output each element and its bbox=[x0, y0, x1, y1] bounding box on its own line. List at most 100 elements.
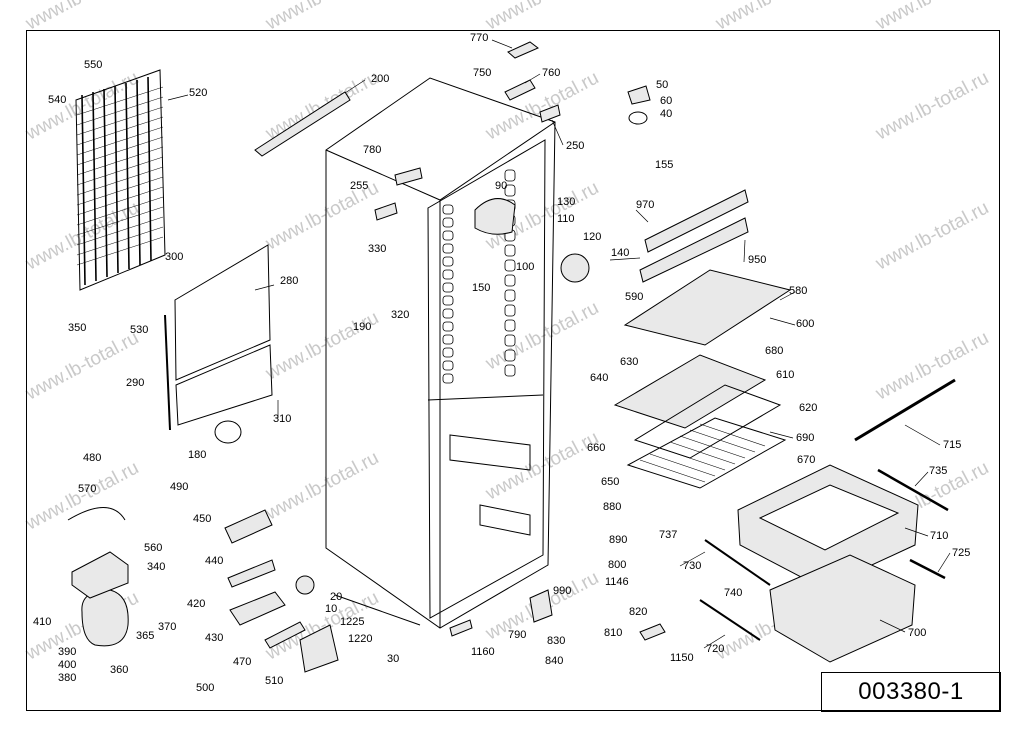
cabinet-drawer-guide-lower bbox=[479, 504, 531, 536]
part-label-950: 950 bbox=[748, 254, 766, 266]
part-label-420: 420 bbox=[187, 598, 205, 610]
condenser-wire bbox=[76, 226, 164, 256]
part-label-730: 730 bbox=[683, 560, 701, 572]
wire-shelf-bar bbox=[659, 447, 726, 471]
part-label-580: 580 bbox=[789, 285, 807, 297]
part-label-500: 500 bbox=[196, 682, 214, 694]
part-label-480: 480 bbox=[83, 452, 101, 464]
wire-harness bbox=[67, 507, 126, 521]
part-label-880: 880 bbox=[603, 501, 621, 513]
part-label-590: 590 bbox=[625, 291, 643, 303]
shelf-support-right bbox=[504, 274, 516, 287]
condenser-wire bbox=[76, 116, 164, 146]
leader-line bbox=[879, 619, 906, 633]
part-label-1146: 1146 bbox=[605, 576, 629, 588]
leader-line bbox=[167, 94, 189, 101]
part-label-570: 570 bbox=[78, 483, 96, 495]
rail-725 bbox=[909, 558, 946, 580]
shelf-support-right bbox=[504, 364, 516, 377]
part-1160 bbox=[449, 619, 473, 637]
shelf-support-left bbox=[442, 308, 454, 319]
condenser-wire bbox=[76, 136, 164, 166]
drawing-frame bbox=[26, 30, 1000, 711]
part-label-840: 840 bbox=[545, 655, 563, 667]
condenser-wire bbox=[76, 126, 164, 156]
rail-735 bbox=[877, 468, 949, 512]
cabinet-opening bbox=[427, 139, 546, 619]
part-label-540: 540 bbox=[48, 94, 66, 106]
wire-shelf-bar bbox=[669, 441, 736, 465]
wire-shelf-660 bbox=[626, 417, 787, 489]
wire-shelf-bar bbox=[649, 453, 716, 477]
condenser-wire bbox=[76, 196, 164, 226]
part-label-360: 360 bbox=[110, 664, 128, 676]
fan-cover bbox=[474, 198, 516, 235]
shelf-support-right bbox=[504, 184, 516, 197]
condenser-wire bbox=[76, 186, 164, 216]
part-label-740: 740 bbox=[724, 587, 742, 599]
part-label-610: 610 bbox=[776, 369, 794, 381]
shelf-support-right bbox=[504, 169, 516, 182]
rear-panel-upper bbox=[174, 244, 271, 381]
part-label-770: 770 bbox=[470, 32, 488, 44]
part-label-100: 100 bbox=[516, 261, 534, 273]
part-label-890: 890 bbox=[609, 534, 627, 546]
part-label-1150: 1150 bbox=[670, 652, 694, 664]
shelf-support-left bbox=[442, 360, 454, 371]
part-label-440: 440 bbox=[205, 555, 223, 567]
leader-line bbox=[904, 424, 941, 446]
shelf-support-right bbox=[504, 259, 516, 272]
cabinet-drawer-guide-upper bbox=[449, 434, 531, 471]
part-label-410: 410 bbox=[33, 616, 51, 628]
condenser-wire bbox=[76, 96, 164, 126]
part-label-390: 390 bbox=[58, 646, 76, 658]
shelf-rail-970 bbox=[644, 189, 749, 253]
condenser-tube bbox=[92, 91, 97, 282]
leader-line bbox=[937, 552, 951, 573]
part-label-735: 735 bbox=[929, 465, 947, 477]
part-label-690: 690 bbox=[796, 432, 814, 444]
shelf-support-right bbox=[504, 304, 516, 317]
shelf-support-left bbox=[442, 321, 454, 332]
part-label-560: 560 bbox=[144, 542, 162, 554]
part-label-380: 380 bbox=[58, 672, 76, 684]
wire-shelf-bar bbox=[679, 435, 746, 459]
shelves bbox=[613, 269, 792, 489]
part-label-290: 290 bbox=[126, 377, 144, 389]
condenser-tube bbox=[136, 79, 141, 266]
part-label-990: 990 bbox=[553, 585, 571, 597]
part-label-470: 470 bbox=[233, 656, 251, 668]
part-label-530: 530 bbox=[130, 324, 148, 336]
hinge-750 bbox=[504, 79, 536, 101]
part-label-340: 340 bbox=[147, 561, 165, 573]
cover-440 bbox=[227, 559, 276, 588]
part-label-550: 550 bbox=[84, 59, 102, 71]
part-label-10: 10 bbox=[325, 603, 337, 615]
leader-line bbox=[743, 239, 746, 263]
cabinet-outline bbox=[325, 77, 556, 629]
part-label-365: 365 bbox=[136, 630, 154, 642]
shelf-support-right bbox=[504, 319, 516, 332]
part-label-280: 280 bbox=[280, 275, 298, 287]
leader-line bbox=[254, 284, 275, 291]
control-module-430 bbox=[229, 591, 286, 626]
trim-strip-715 bbox=[854, 378, 956, 442]
shelf-support-left bbox=[442, 373, 454, 384]
cover-250 bbox=[539, 104, 561, 123]
vent-255 bbox=[374, 202, 398, 221]
leader-line bbox=[703, 634, 726, 649]
part-label-715: 715 bbox=[943, 439, 961, 451]
condenser-wire bbox=[76, 146, 164, 176]
condenser-wire bbox=[76, 216, 164, 246]
base-rail bbox=[334, 594, 421, 626]
part-label-330: 330 bbox=[368, 243, 386, 255]
part-label-830: 830 bbox=[547, 635, 565, 647]
glass-shelf-630 bbox=[613, 354, 767, 429]
part-label-150: 150 bbox=[472, 282, 490, 294]
part-label-400: 400 bbox=[58, 659, 76, 671]
crisper-drawers bbox=[737, 464, 919, 663]
shelf-support-left bbox=[442, 347, 454, 358]
light-housing bbox=[560, 253, 590, 283]
